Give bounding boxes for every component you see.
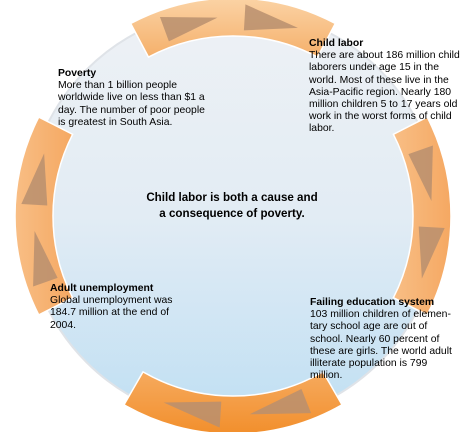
poverty-title: Poverty (58, 68, 97, 79)
right-segment-arrow-icon-2 (418, 226, 445, 279)
poverty-block: Poverty More than 1 billion people world… (58, 68, 233, 129)
top-segment-arrow-icon-1 (159, 16, 218, 42)
adult-unemployment-title: Adult unemployment (50, 283, 154, 294)
left-segment-arrow-icon-1 (33, 230, 58, 287)
adult-unemployment-text: Global unemployment was 184.7 million at… (50, 295, 173, 331)
poverty-text: More than 1 billion people worldwide liv… (58, 80, 205, 128)
left-segment (14, 116, 74, 316)
center-statement: Child labor is both a cause and a conseq… (146, 191, 318, 220)
bottom-segment (122, 370, 344, 432)
adult-unemployment-block: Adult unemployment Global unemployment w… (50, 283, 220, 332)
top-segment (129, 0, 337, 59)
child-labor-block: Child labor There are about 186 million … (309, 38, 475, 136)
top-segment-arrow-icon-2 (243, 4, 298, 31)
right-segment-arrow-icon-1 (408, 145, 433, 202)
child-labor-text: There are about 186 million child labore… (309, 50, 460, 135)
bottom-segment-arrow-icon-2 (163, 401, 222, 428)
right-segment (392, 116, 452, 316)
left-segment-arrow-icon-2 (21, 153, 48, 206)
failing-education-title: Failing education system (310, 297, 435, 308)
failing-education-text: 103 million children of elemen- tary sch… (310, 309, 452, 382)
bottom-segment-arrow-icon-1 (249, 388, 312, 415)
failing-education-block: Failing education system 103 million chi… (310, 297, 475, 382)
child-labor-title: Child labor (309, 38, 364, 49)
